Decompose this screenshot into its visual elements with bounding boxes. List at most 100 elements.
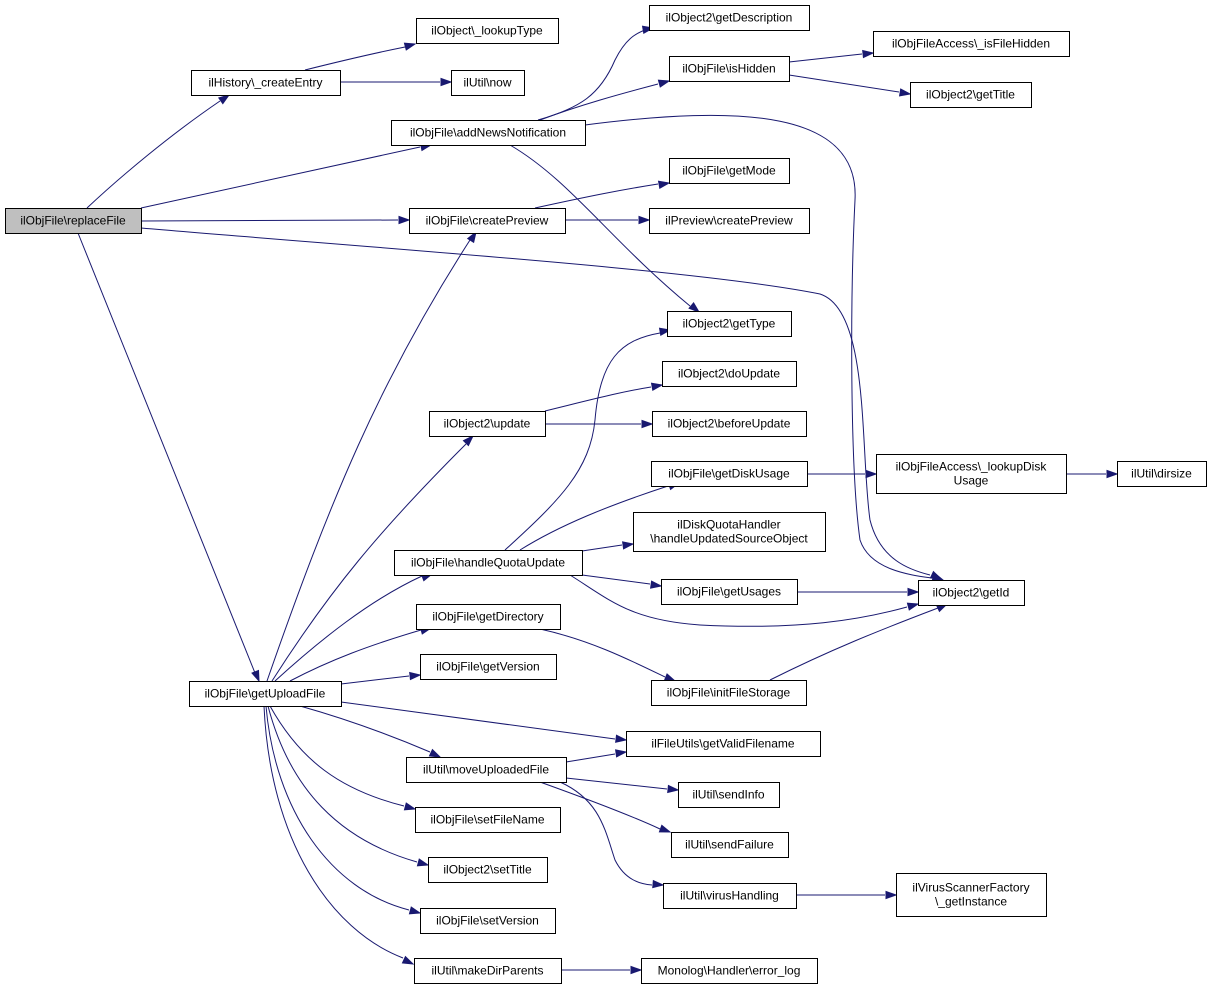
node-getDirectory[interactable]: ilObjFile\getDirectory: [416, 604, 561, 630]
node-label: ilObjFileAccess\_lookupDisk: [896, 460, 1048, 474]
node-box: [391, 120, 586, 146]
node-virusHandling[interactable]: ilUtil\virusHandling: [663, 883, 797, 909]
arrowhead-handleQuota-to-getId: [906, 602, 920, 611]
node-box: [429, 411, 546, 437]
node-replaceFile[interactable]: ilObjFile\replaceFile: [5, 208, 142, 234]
node-sendFailure[interactable]: ilUtil\sendFailure: [671, 832, 789, 858]
node-setVersion[interactable]: ilObjFile\setVersion: [420, 908, 556, 934]
edge-getUploadFile-to-setFileName: [269, 705, 405, 807]
node-getDiskUsage[interactable]: ilObjFile\getDiskUsage: [651, 461, 808, 487]
node-label: ilUtil\moveUploadedFile: [423, 763, 549, 777]
call-nodes: ilObjFile\replaceFile ilHistory\_createEn…: [5, 5, 1207, 984]
arrowhead-createPreviewObj-to-createPreviewPrev: [638, 215, 651, 225]
node-beforeUpdate[interactable]: ilObject2\beforeUpdate: [652, 411, 807, 437]
edge-getUploadFile-to-getVersion: [340, 675, 410, 685]
node-getId[interactable]: ilObject2\getId: [918, 580, 1025, 606]
node-getType[interactable]: ilObject2\getType: [667, 311, 792, 337]
node-getValidFilename[interactable]: ilFileUtils\getValidFilename: [626, 731, 821, 757]
node-box: [669, 56, 790, 82]
node-getInstance[interactable]: ilVirusScannerFactory\_getInstance: [896, 873, 1047, 917]
node-createPreviewPrev[interactable]: ilPreview\createPreview: [649, 208, 810, 234]
node-doUpdate[interactable]: ilObject2\doUpdate: [662, 361, 797, 387]
edge-getUploadFile-to-handleQuota: [274, 575, 423, 682]
node-initFileStorage[interactable]: ilObjFile\initFileStorage: [651, 680, 807, 706]
arrowhead-handleQuota-to-getUsages: [650, 580, 663, 589]
arrowhead-moveUploaded-to-virusHandling: [652, 879, 665, 889]
node-moveUploaded[interactable]: ilUtil\moveUploadedFile: [406, 757, 567, 783]
edge-replaceFile-to-getId: [140, 227, 931, 576]
edge-addNews-to-getId: [584, 114, 933, 579]
arrowhead-replaceFile-to-getId: [929, 570, 943, 580]
node-label: ilObjFile\createPreview: [426, 214, 549, 228]
node-label: ilVirusScannerFactory: [912, 881, 1029, 895]
arrowhead-addNews-to-isHidden: [657, 79, 671, 88]
node-label: ilObjFile\handleQuotaUpdate: [411, 556, 565, 570]
node-getVersion[interactable]: ilObjFile\getVersion: [420, 654, 557, 680]
edge-initFileStorage-to-getId: [769, 607, 939, 681]
node-errorLog[interactable]: Monolog\Handler\error_log: [641, 958, 818, 984]
edge-replaceFile-to-addNews: [140, 146, 421, 209]
node-box: [873, 31, 1070, 57]
node-handleUpdated[interactable]: ilDiskQuotaHandler\handleUpdatedSourceOb…: [633, 512, 826, 552]
arrowhead-getUploadFile-to-getVersion: [409, 671, 422, 681]
node-isFileHidden[interactable]: ilObjFileAccess\_isFileHidden: [873, 31, 1070, 57]
arrowhead-update-to-beforeUpdate: [641, 419, 654, 429]
node-createEntry[interactable]: ilHistory\_createEntry: [191, 70, 341, 96]
node-setTitle[interactable]: ilObject2\setTitle: [428, 857, 548, 883]
arrowhead-getDiskUsage-to-lookupDiskUsage: [865, 469, 878, 479]
node-label: \handleUpdatedSourceObject: [650, 532, 808, 546]
arrowhead-replaceFile-to-createPreviewObj: [398, 215, 411, 225]
node-box: [1117, 461, 1207, 487]
arrowhead-replaceFile-to-createEntry: [217, 94, 231, 105]
node-getMode[interactable]: ilObjFile\getMode: [669, 158, 790, 184]
node-label: ilUtil\dirsize: [1131, 467, 1192, 481]
arrowhead-getUploadFile-to-setVersion: [408, 906, 422, 915]
node-label: ilObject2\setTitle: [443, 863, 532, 877]
arrowhead-createPreviewObj-to-getMode: [657, 180, 671, 189]
node-dirsize[interactable]: ilUtil\dirsize: [1117, 461, 1207, 487]
node-box: [633, 512, 826, 552]
node-sendInfo[interactable]: ilUtil\sendInfo: [678, 782, 780, 808]
node-isHidden[interactable]: ilObjFile\isHidden: [669, 56, 790, 82]
node-label: ilObjFile\setFileName: [430, 813, 544, 827]
arrowhead-isHidden-to-isFileHidden: [862, 49, 875, 59]
node-getUploadFile[interactable]: ilObjFile\getUploadFile: [189, 681, 342, 707]
edge-getUploadFile-to-setVersion: [265, 705, 410, 911]
node-label: ilObjFile\isHidden: [682, 62, 775, 76]
node-getUsages[interactable]: ilObjFile\getUsages: [661, 579, 798, 605]
node-box: [428, 857, 548, 883]
node-label: ilObjFileAccess\_isFileHidden: [892, 37, 1050, 51]
node-addNews[interactable]: ilObjFile\addNewsNotification: [391, 120, 586, 146]
arrowhead-moveUploaded-to-sendInfo: [667, 784, 680, 794]
node-label: ilPreview\createPreview: [665, 214, 793, 228]
node-update[interactable]: ilObject2\update: [429, 411, 546, 437]
node-now[interactable]: ilUtil\now: [451, 70, 525, 96]
edge-addNews-to-getType: [509, 144, 691, 307]
node-label: ilUtil\virusHandling: [680, 889, 779, 903]
edge-moveUploaded-to-sendInfo: [565, 777, 668, 790]
node-box: [414, 958, 562, 984]
edge-addNews-to-getDescription: [537, 28, 649, 121]
node-label: ilObjFile\getVersion: [436, 660, 539, 674]
node-box: [649, 208, 810, 234]
node-label: ilObjFile\setVersion: [436, 914, 539, 928]
node-box: [420, 654, 557, 680]
node-getDescription[interactable]: ilObject2\getDescription: [649, 5, 810, 31]
node-makeDirParents[interactable]: ilUtil\makeDirParents: [414, 958, 562, 984]
node-getTitle[interactable]: ilObject2\getTitle: [910, 82, 1032, 108]
arrowhead-getUploadFile-to-getValidFilename: [615, 734, 628, 743]
node-lookupType[interactable]: ilObject\_lookupType: [416, 18, 559, 44]
edge-getUploadFile-to-getDirectory: [289, 629, 422, 682]
node-setFileName[interactable]: ilObjFile\setFileName: [415, 807, 561, 833]
edge-isHidden-to-getTitle: [788, 74, 900, 93]
node-label: ilObject2\update: [444, 417, 531, 431]
arrowhead-getUploadFile-to-update: [462, 434, 475, 447]
node-label: Monolog\Handler\error_log: [658, 964, 801, 978]
node-box: [918, 580, 1025, 606]
node-createPreviewObj[interactable]: ilObjFile\createPreview: [409, 208, 566, 234]
node-handleQuota[interactable]: ilObjFile\handleQuotaUpdate: [394, 550, 583, 576]
node-box: [394, 550, 583, 576]
arrowhead-replaceFile-to-getUploadFile: [251, 669, 260, 683]
